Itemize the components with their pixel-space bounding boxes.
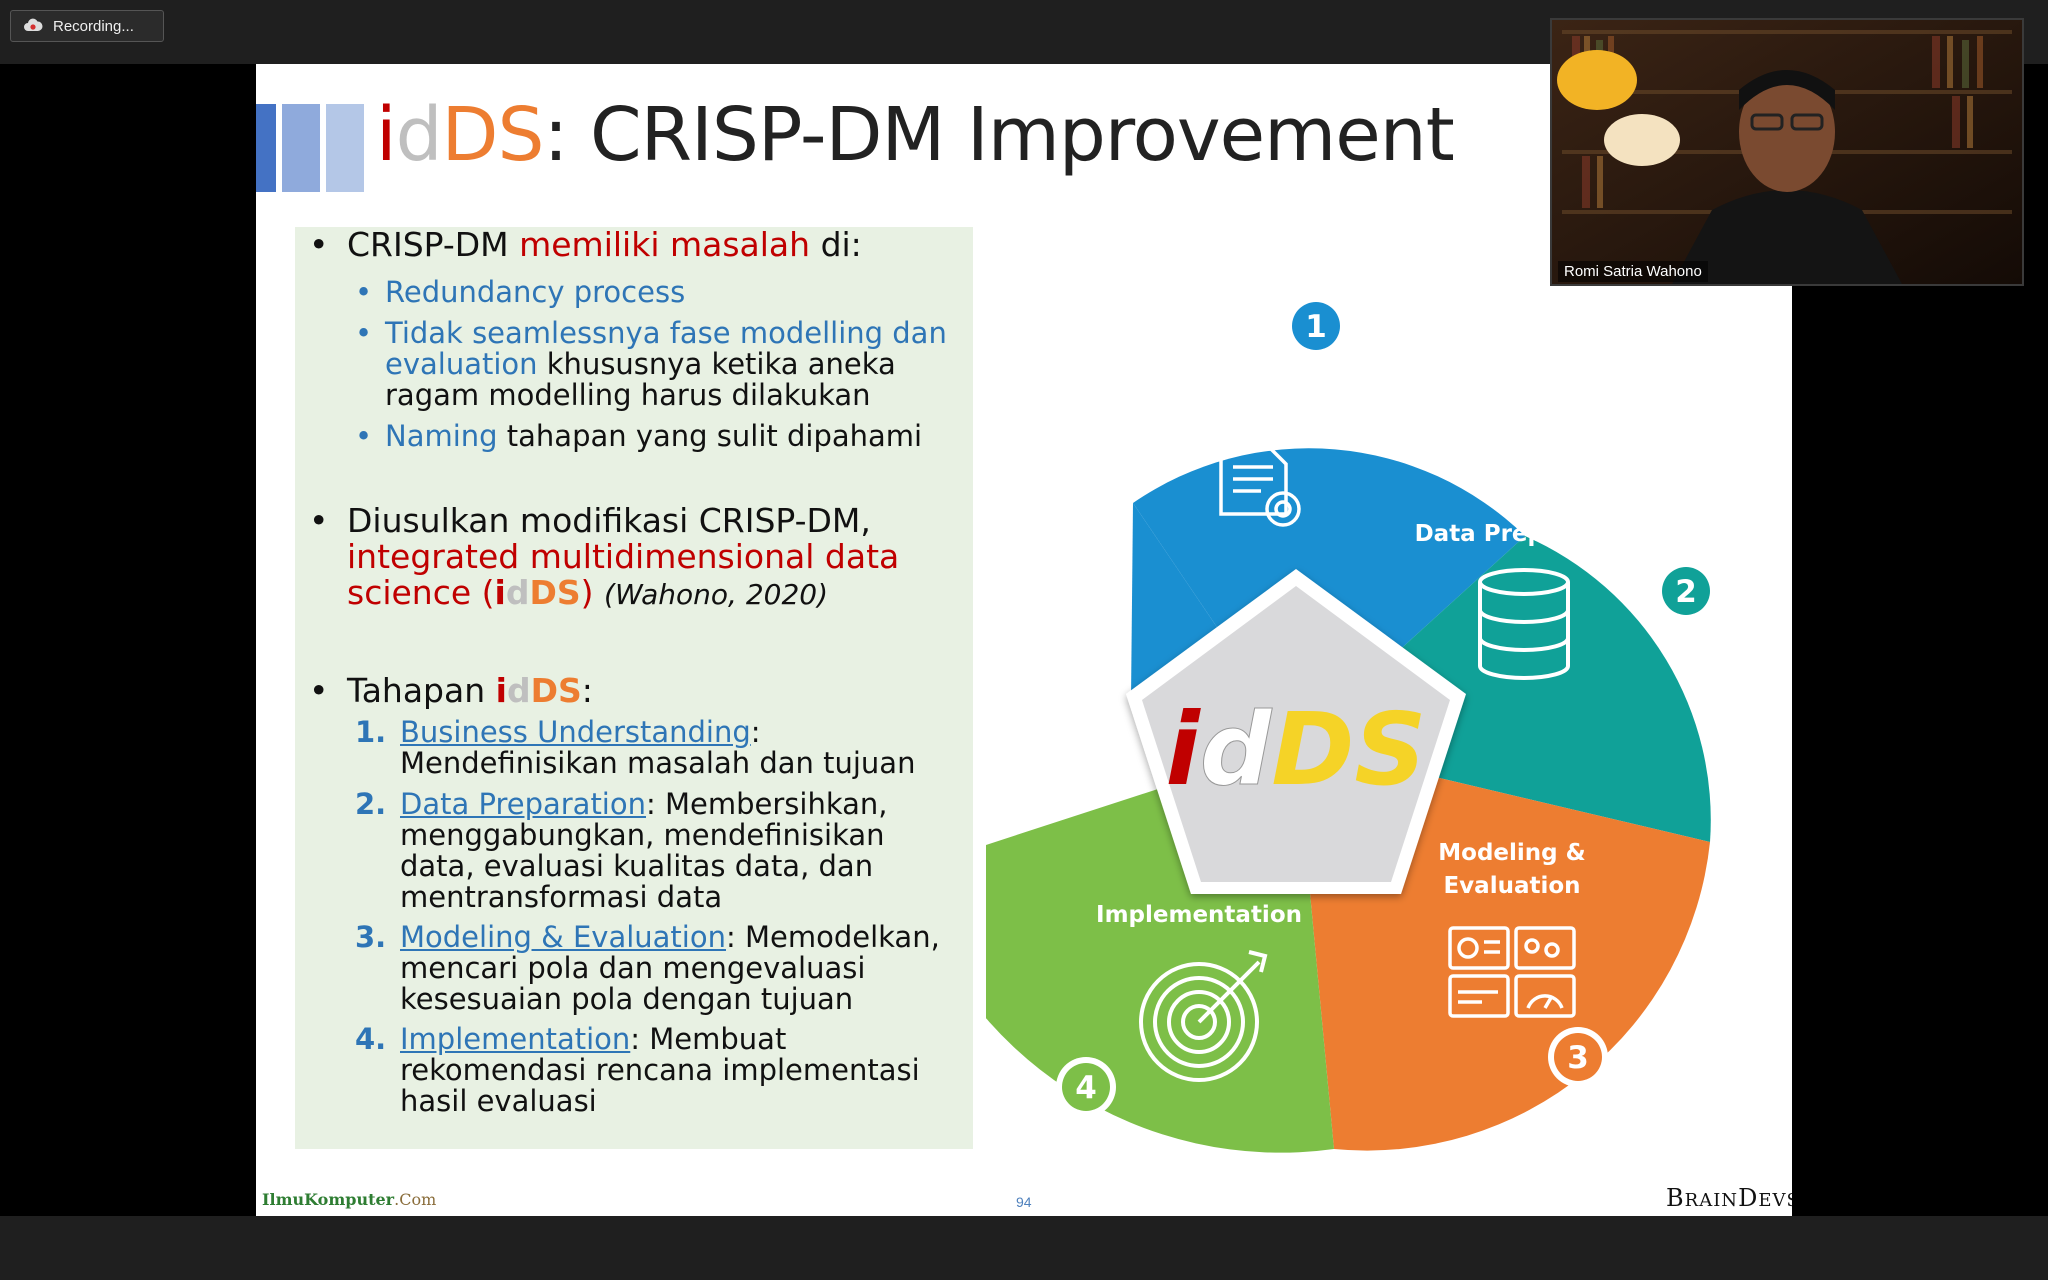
svg-text:1: 1 — [1305, 309, 1327, 345]
bottom-bar — [0, 1216, 2048, 1280]
label-implementation: Implementation — [1096, 902, 1302, 928]
badge-2: 2 — [1656, 561, 1716, 621]
dashboard-icon — [1448, 926, 1576, 1018]
slide-page-number: 94 — [1016, 1194, 1032, 1210]
webcam-video-tile[interactable]: Romi Satria Wahono — [1550, 18, 2024, 286]
center-logo: idDS — [1166, 691, 1427, 808]
presentation-slide: idDS: CRISP-DM Improvement • CRISP-DM me… — [256, 64, 1792, 1216]
footer-site-logo: IlmuKomputer.Com — [262, 1190, 437, 1209]
label-data-preparation: Data Preparation — [1415, 521, 1638, 547]
svg-text:4: 4 — [1075, 1070, 1097, 1106]
recording-label: Recording... — [53, 17, 134, 35]
badge-3: 3 — [1548, 1027, 1608, 1087]
badge-1: 1 — [1286, 296, 1346, 356]
participant-name: Romi Satria Wahono — [1558, 261, 1708, 282]
idds-cycle-diagram: idDS Business Understanding Data Prepara… — [986, 296, 1716, 1153]
document-gear-icon — [1219, 447, 1301, 527]
svg-text:3: 3 — [1567, 1040, 1589, 1076]
braindevs-logo: BRAINDEVS — [1666, 1184, 1792, 1212]
label-modeling: Modeling & — [1438, 840, 1585, 866]
target-icon — [1139, 950, 1268, 1082]
badge-4: 4 — [1056, 1057, 1116, 1117]
label-business: Business — [1203, 378, 1318, 404]
webcam-scene — [1552, 20, 2022, 284]
database-icon — [1478, 568, 1570, 680]
slide-title: idDS: CRISP-DM Improvement — [376, 92, 1455, 178]
content-textbox: • CRISP-DM memiliki masalah di: •Redunda… — [295, 227, 973, 1149]
label-evaluation: Evaluation — [1443, 873, 1580, 899]
cloud-record-icon — [24, 18, 43, 31]
recording-indicator[interactable]: Recording... — [10, 10, 164, 42]
svg-text:2: 2 — [1675, 574, 1697, 610]
label-understanding: Understanding — [1164, 411, 1356, 437]
title-decoration — [256, 104, 364, 192]
